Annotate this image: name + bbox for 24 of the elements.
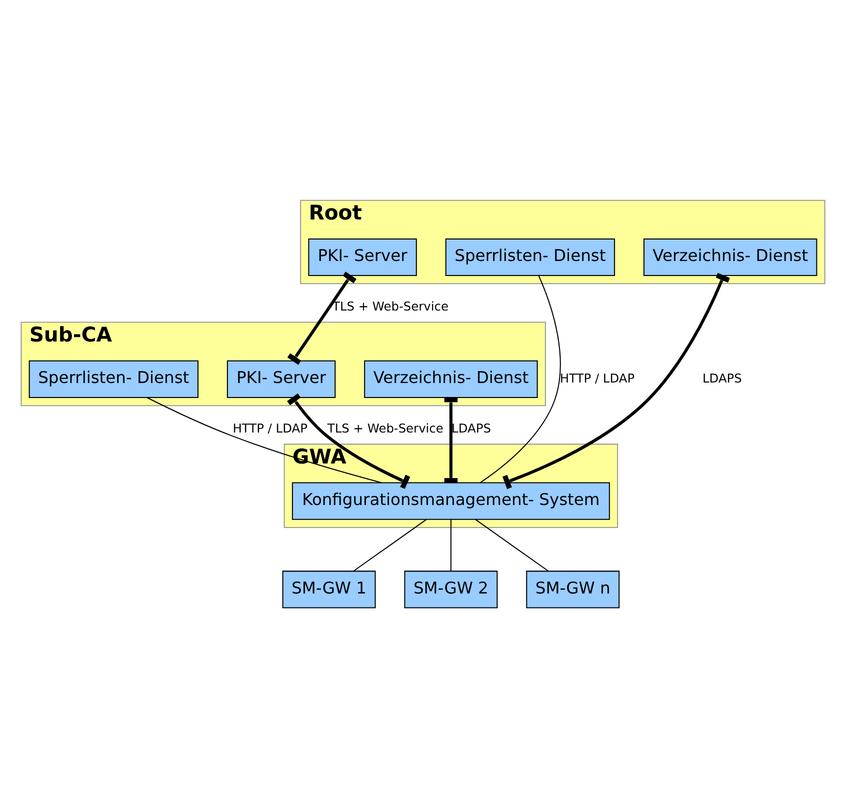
connector: [286, 392, 410, 488]
edge-label: TLS + Web-Service: [332, 299, 448, 314]
connector: [502, 272, 730, 489]
node-box: Sperrlisten- Dienst: [444, 238, 615, 276]
edge-label: LDAPS: [702, 370, 742, 385]
node-box: SM-GW 2: [404, 570, 498, 608]
connector: [474, 518, 548, 571]
node-box: PKI- Server: [226, 360, 336, 398]
connector: [450, 519, 451, 570]
connector: [480, 275, 560, 482]
node-box: Verzeichnis- Dienst: [642, 238, 817, 276]
node-box: SM-GW 1: [282, 570, 376, 608]
edge-label: TLS + Web-Service: [326, 421, 443, 436]
node-box: Sperrlisten- Dienst: [28, 360, 198, 398]
node-box: PKI- Server: [308, 238, 416, 276]
connector: [286, 271, 356, 364]
edge-label: HTTP / LDAP: [232, 421, 307, 436]
connector: [146, 396, 382, 483]
edge-label: LDAPS: [451, 421, 490, 436]
node-box: SM-GW n: [526, 570, 620, 608]
node-box: Konfigurationsmanagement- System: [291, 482, 610, 520]
edge-label: HTTP / LDAP: [559, 370, 634, 385]
node-box: Verzeichnis- Dienst: [364, 360, 538, 398]
connector: [352, 518, 426, 571]
